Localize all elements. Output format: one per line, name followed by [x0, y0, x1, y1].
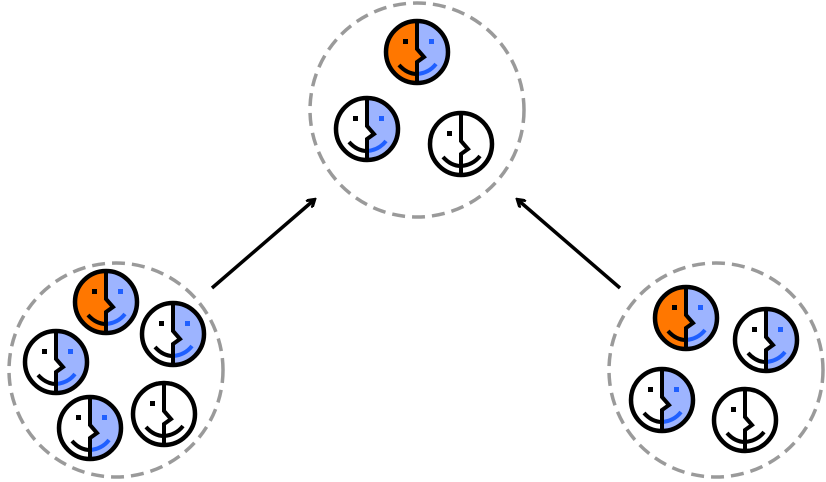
face-icon-white: [130, 380, 198, 448]
face-icon-orange-blue: [383, 18, 451, 86]
face-icon-white-blue: [22, 328, 90, 396]
face-icon-orange-blue: [652, 284, 720, 352]
arrow-right-to-top: [518, 200, 622, 290]
group-boundary: [7, 261, 225, 479]
face-icon-white-blue: [628, 366, 696, 434]
face-icon-white-blue: [333, 95, 401, 163]
face-icon-white-blue: [139, 300, 207, 368]
group-top: [308, 1, 526, 219]
group-boundary: [607, 261, 825, 479]
group-right: [607, 261, 825, 479]
face-icon-white-blue: [56, 394, 124, 462]
face-icon-white-blue: [732, 306, 800, 374]
face-icon-white: [711, 386, 779, 454]
group-boundary: [308, 1, 526, 219]
group-left: [7, 261, 225, 479]
arrow-left-to-top: [210, 200, 314, 290]
face-icon-white: [427, 110, 495, 178]
face-icon-orange-blue: [72, 268, 140, 336]
